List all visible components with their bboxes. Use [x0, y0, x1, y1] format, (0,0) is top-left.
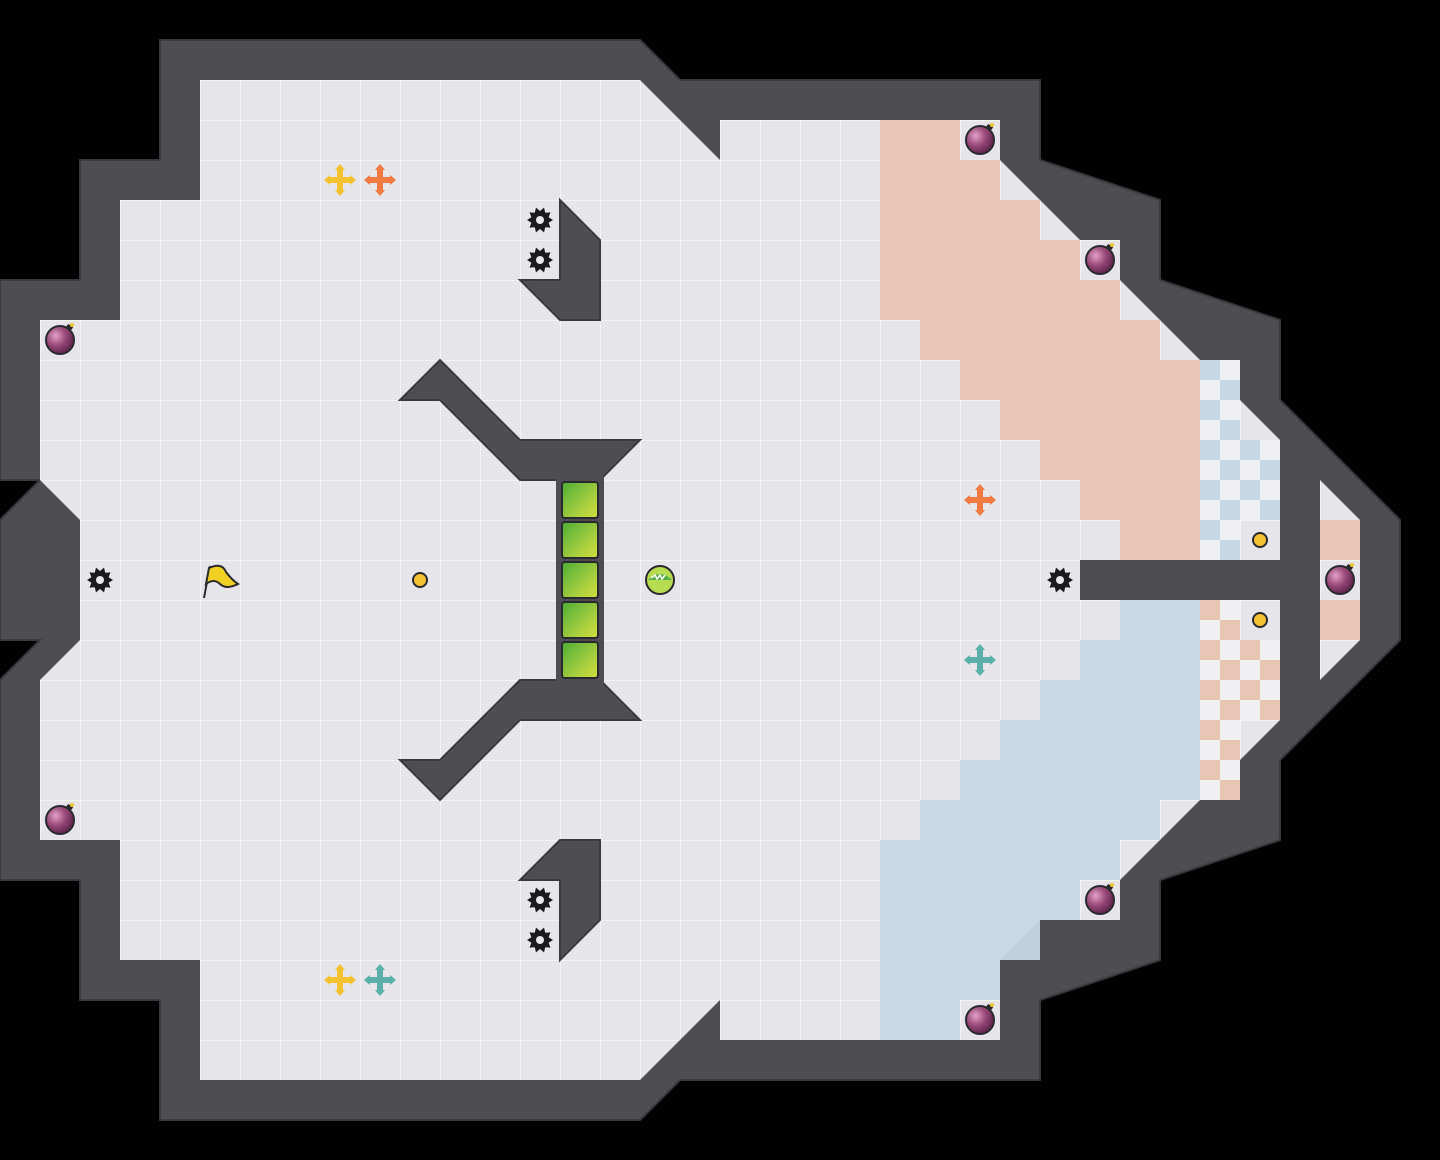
bomb-icon: [1085, 883, 1115, 915]
coin-icon: [412, 572, 428, 588]
checker-strip-red-2: [1240, 640, 1280, 720]
bomb-icon: [1085, 243, 1115, 275]
lower-small-wall: [517, 839, 601, 963]
green-block: [561, 601, 599, 639]
saw-icon: [527, 927, 553, 953]
right-pocket-red: [1320, 520, 1360, 560]
bombs: [45, 123, 1355, 1035]
bomb-icon: [45, 323, 75, 355]
checker-strip-blue-2: [1240, 440, 1280, 520]
right-pocket-red-2: [1320, 600, 1360, 640]
saw-icon: [1047, 567, 1073, 593]
saw-icon: [527, 247, 553, 273]
flag-icon: [203, 564, 240, 599]
crosses: [324, 164, 996, 996]
checker-strip-red: [1200, 600, 1240, 800]
coin-icon: [1252, 612, 1268, 628]
blue-zone: [880, 600, 1200, 1040]
bomb-icon: [965, 1003, 995, 1035]
red-zone: [880, 120, 1200, 560]
bomb-icon: [45, 803, 75, 835]
saw-icon: [87, 567, 113, 593]
checker-strip-blue: [1200, 360, 1240, 560]
ball-icon: [645, 565, 675, 595]
green-block: [561, 641, 599, 679]
saw-icon: [527, 207, 553, 233]
coin-icon: [1252, 532, 1268, 548]
green-block: [561, 561, 599, 599]
right-divider-wall: [1280, 480, 1320, 720]
green-blocks: [561, 481, 599, 679]
bomb-icon: [1325, 563, 1355, 595]
cross-icon: [324, 964, 356, 996]
green-block: [561, 521, 599, 559]
cross-icon: [324, 164, 356, 196]
cross-icon: [364, 964, 396, 996]
cross-icon: [364, 164, 396, 196]
saws: [87, 207, 1073, 953]
upper-small-wall: [517, 197, 601, 321]
green-block: [561, 481, 599, 519]
cross-icon: [964, 644, 996, 676]
cross-icon: [964, 484, 996, 516]
saw-icon: [527, 887, 553, 913]
bomb-icon: [965, 123, 995, 155]
